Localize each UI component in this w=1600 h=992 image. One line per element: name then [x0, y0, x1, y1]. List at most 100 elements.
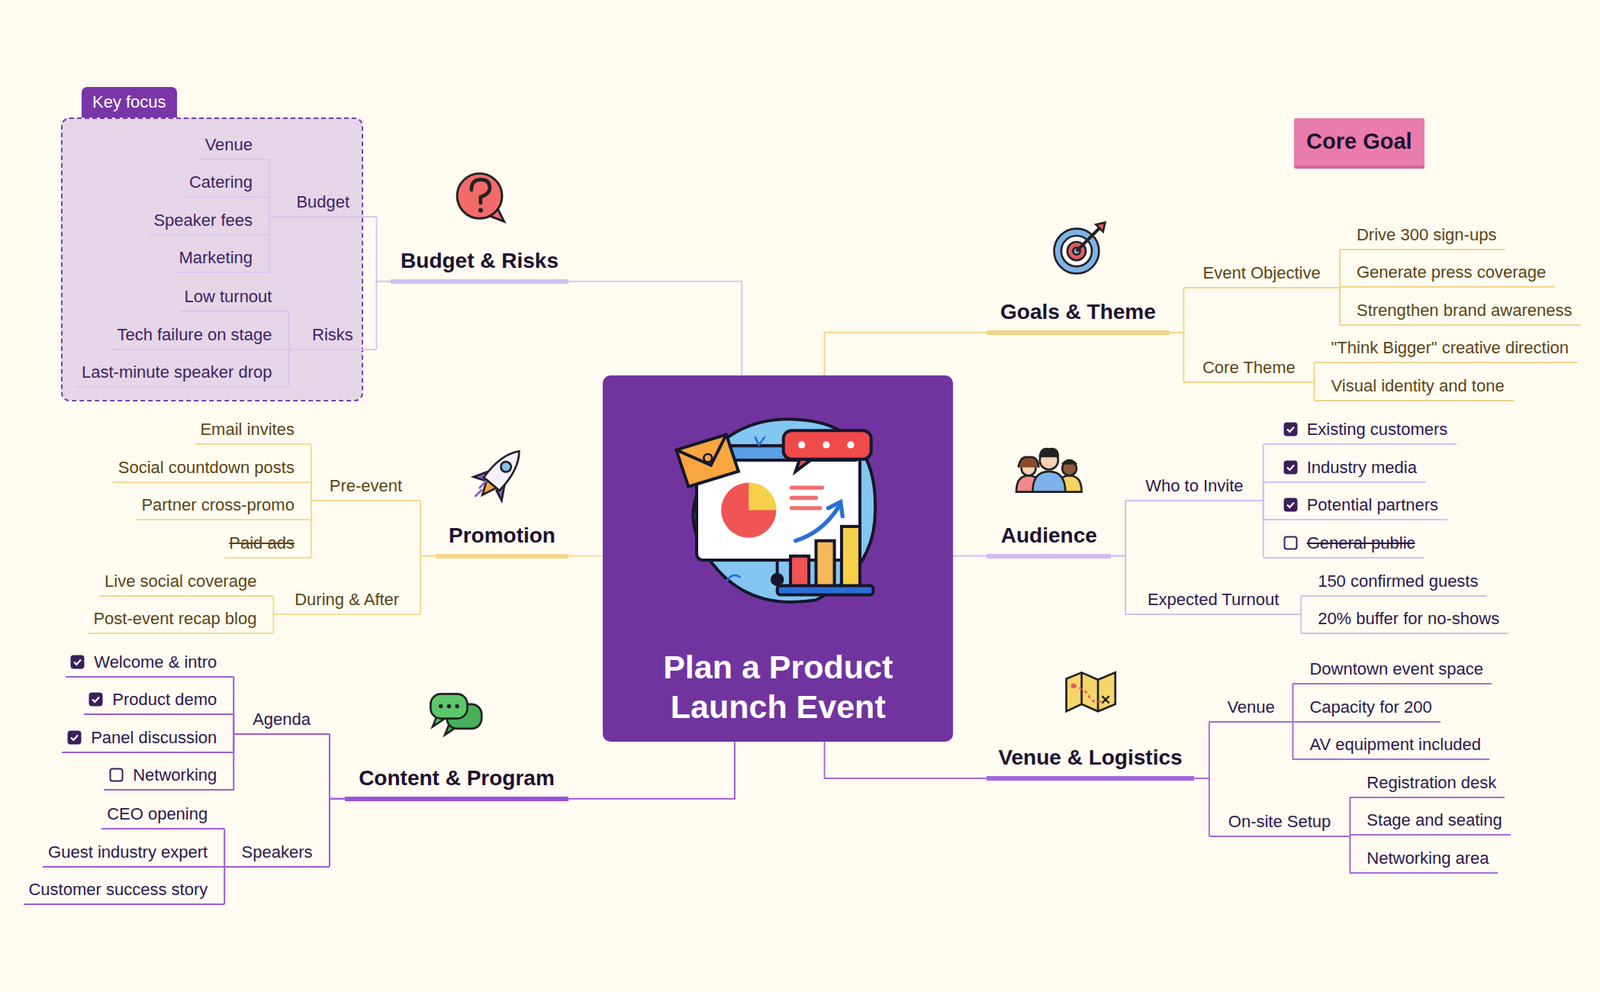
- topic-label: Guest industry expert: [48, 841, 208, 863]
- leaf-topic: Strengthen brand awareness: [1339, 297, 1581, 326]
- topic-label: Catering: [189, 171, 253, 193]
- topic-label: Event Objective: [1203, 262, 1321, 284]
- map-icon: [1066, 672, 1116, 712]
- topic-label: Drive 300 sign-ups: [1356, 224, 1497, 245]
- topic-label: Capacity for 200: [1309, 696, 1432, 718]
- topic-label: Downtown event space: [1309, 658, 1483, 680]
- topic-label: During & After: [294, 589, 400, 610]
- leaf-topic: Drive 300 sign-ups: [1339, 222, 1506, 251]
- branch-line: [376, 281, 391, 350]
- leaf-topic: Live social coverage: [99, 568, 274, 597]
- topic-label: Budget: [296, 191, 350, 213]
- checked-box: [1283, 421, 1298, 437]
- subtopic: During & After: [273, 586, 421, 615]
- subtopic: Budget: [269, 189, 377, 218]
- leaf-topic: Capacity for 200: [1292, 694, 1441, 723]
- topic-label: Strengthen brand awareness: [1356, 299, 1573, 321]
- topic-label: Speakers: [241, 841, 313, 863]
- people-icon: [1016, 448, 1082, 493]
- leaf-topic: Paid ads: [224, 530, 312, 559]
- leaf-topic: Registration desk: [1349, 769, 1505, 799]
- topic-label: On-site Setup: [1228, 811, 1332, 832]
- subtopic: Venue: [1209, 694, 1294, 723]
- branch-line: [272, 614, 274, 633]
- topic-label: Existing customers: [1307, 418, 1449, 440]
- branch-line: [420, 500, 436, 557]
- subtopic: Speakers: [224, 839, 330, 868]
- leaf-topic: Existing customers: [1263, 416, 1457, 445]
- subtopic: Event Objective: [1183, 260, 1340, 289]
- topic-label: Networking area: [1366, 847, 1489, 869]
- topic-label: Networking: [132, 764, 217, 786]
- note-tag: Core Goal: [1294, 118, 1425, 169]
- topic-label: Goals & Theme: [1000, 299, 1156, 326]
- topic-label: Content & Program: [358, 765, 555, 792]
- branch-line: [568, 555, 603, 557]
- topic-label: Tech failure on stage: [116, 324, 272, 345]
- leaf-topic: 150 confirmed guests: [1300, 568, 1488, 597]
- focus-fill: [61, 117, 363, 400]
- leaf-topic: Generate press coverage: [1339, 259, 1555, 288]
- subtopic: Risks: [288, 321, 377, 351]
- branch-line: [568, 741, 735, 799]
- leaf-topic: Guest industry expert: [42, 839, 225, 868]
- leaf-topic: General public: [1263, 530, 1424, 559]
- target-icon: [1054, 222, 1106, 274]
- leaf-topic: Low turnout: [179, 283, 289, 313]
- branch-line: [1110, 500, 1126, 557]
- branch-line: [287, 349, 290, 387]
- leaf-topic: Marketing: [173, 244, 270, 274]
- subtopic: Pre-event: [311, 473, 421, 502]
- empty-box: [1283, 535, 1298, 551]
- leaf-topic: CEO opening: [101, 801, 225, 830]
- leaf-topic: Tech failure on stage: [111, 321, 289, 351]
- leaf-topic: Welcome & intro: [65, 649, 234, 678]
- topic-label: Social countdown posts: [118, 457, 295, 478]
- leaf-topic: Last-minute speaker drop: [76, 359, 289, 388]
- topic-label: Venue & Logistics: [997, 744, 1182, 771]
- leaf-topic: Speaker fees: [148, 207, 270, 236]
- branch-line: [1169, 287, 1185, 332]
- branch-line: [376, 216, 391, 282]
- leaf-topic: Catering: [183, 169, 270, 198]
- leaf-topic: Email invites: [195, 416, 312, 445]
- topic-label: Generate press coverage: [1356, 261, 1546, 283]
- checked-box: [1283, 497, 1298, 512]
- leaf-topic: 20% buffer for no-shows: [1300, 605, 1509, 635]
- leaf-topic: Social countdown posts: [112, 454, 312, 483]
- main-topic: Content & Program: [344, 765, 569, 802]
- topic-label: Pre-event: [329, 475, 403, 496]
- topic-label: Marketing: [178, 247, 253, 268]
- topic-label: Post-event recap blog: [93, 608, 257, 629]
- topic-label: "Think Bigger" creative direction: [1331, 337, 1570, 358]
- topic-label: Risks: [312, 324, 354, 345]
- topic-label: Venue: [1226, 696, 1275, 718]
- branch-line: [223, 866, 226, 905]
- topic-label: Industry media: [1307, 457, 1417, 478]
- leaf-topic: Panel discussion: [61, 724, 234, 754]
- topic-label: Last-minute speaker drop: [81, 361, 272, 383]
- topic-label: Partner cross-promo: [141, 494, 295, 516]
- main-topic: Budget & Risks: [390, 247, 569, 284]
- branch-line: [824, 332, 988, 376]
- checked-box: [88, 692, 104, 707]
- leaf-topic: Networking: [103, 762, 234, 791]
- main-topic: Promotion: [435, 522, 569, 559]
- main-topic: Venue & Logistics: [986, 744, 1194, 781]
- focus-group: Key focusBudgetVenueCateringSpeaker fees…: [61, 86, 364, 402]
- leaf-topic: Product demo: [83, 686, 234, 715]
- leaf-topic: Post-event recap blog: [87, 605, 274, 635]
- topic-label: Live social coverage: [104, 570, 257, 592]
- topic-label: Customer success story: [28, 878, 208, 900]
- subtopic: On-site Setup: [1209, 808, 1351, 838]
- central-topic: Plan a Product Launch Event: [602, 375, 953, 742]
- checked-box: [1283, 460, 1298, 475]
- topic-label: Product demo: [112, 688, 217, 710]
- branch-line: [1194, 721, 1210, 779]
- checked-box: [70, 654, 85, 670]
- topic-label: Welcome & intro: [93, 651, 217, 673]
- topic-label: Speaker fees: [153, 209, 253, 231]
- topic-label: Email invites: [199, 418, 294, 440]
- branch-line: [1169, 332, 1185, 383]
- group-tab: Key focus: [81, 86, 178, 118]
